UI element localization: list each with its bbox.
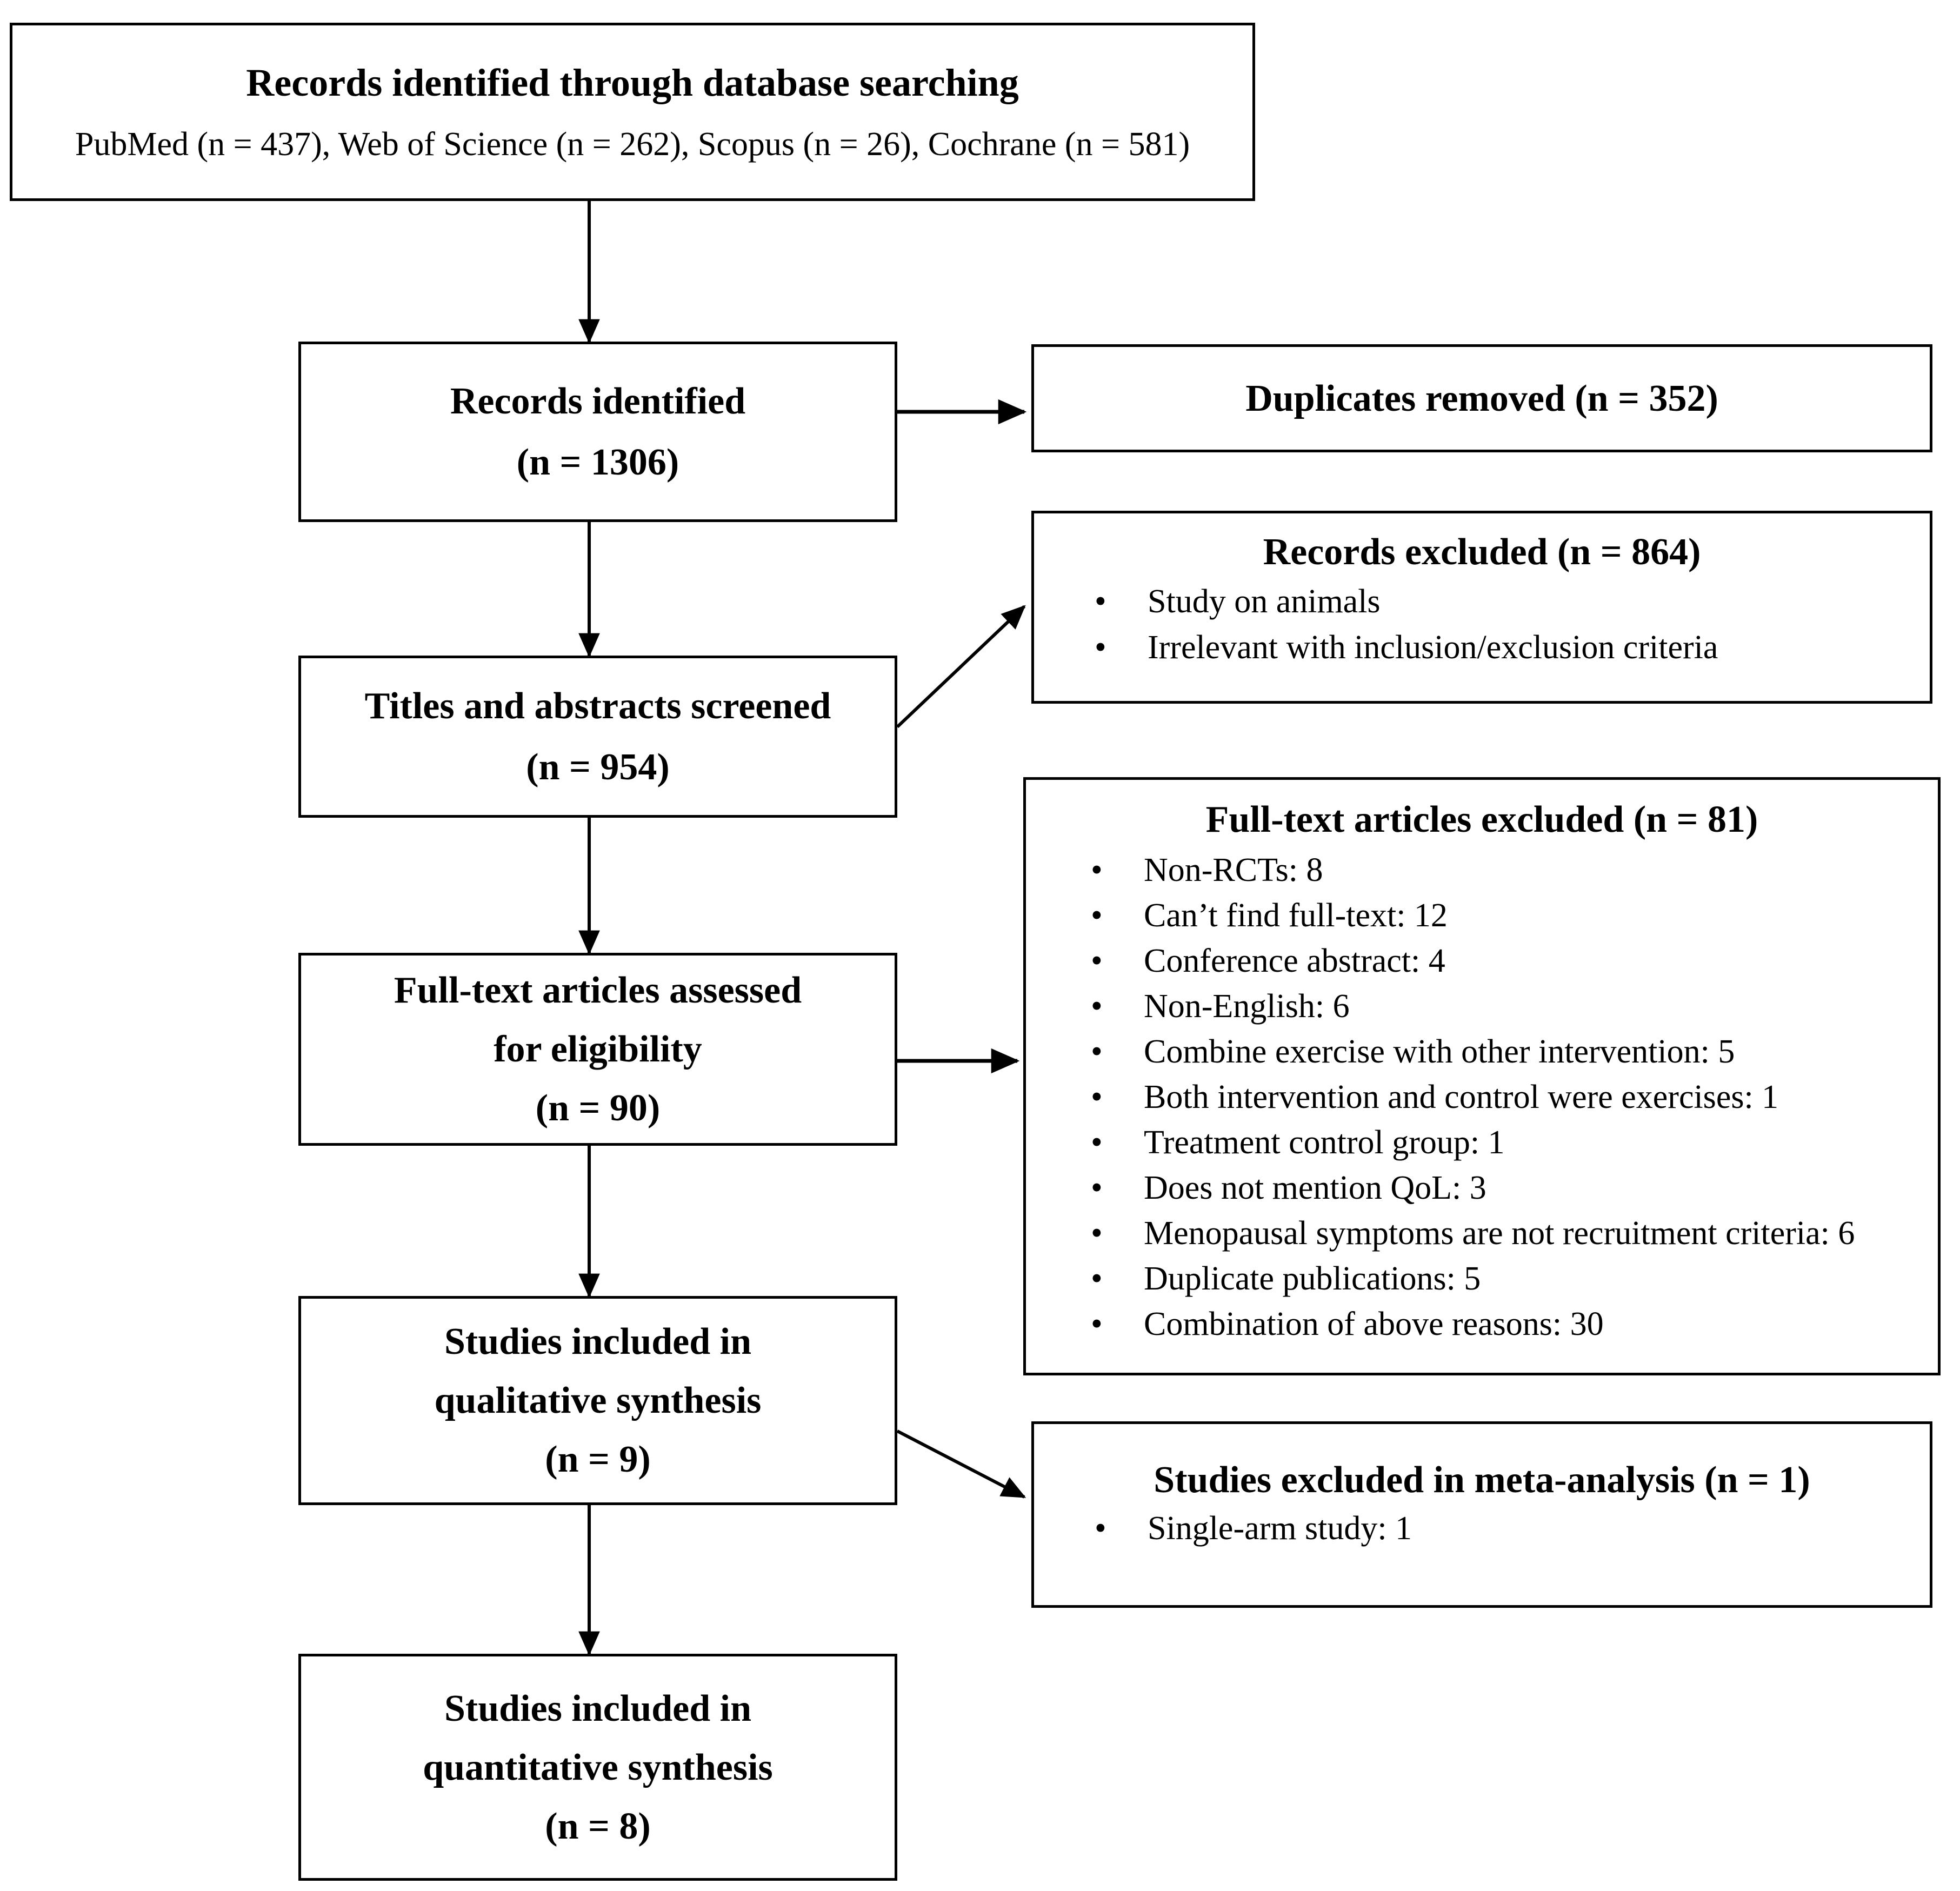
- bullet-icon: •: [1091, 1169, 1103, 1206]
- list-item: • Menopausal symptoms are not recruitmen…: [1026, 1217, 1938, 1262]
- list-item: • Irrelevant with inclusion/exclusion cr…: [1034, 631, 1930, 677]
- fulltext-excluded-heading: Full-text articles excluded (n = 81): [1205, 799, 1758, 840]
- list-item: • Non-English: 6: [1026, 990, 1938, 1035]
- identification-sources: PubMed (n = 437), Web of Science (n = 26…: [75, 125, 1190, 163]
- duplicates-removed-title: Duplicates removed (n = 352): [1245, 377, 1718, 419]
- records-excluded-heading: Records excluded (n = 864): [1263, 531, 1701, 573]
- list-item: • Can’t find full-text: 12: [1026, 899, 1938, 944]
- bullet-icon: •: [1095, 1509, 1106, 1547]
- list-item: • Study on animals: [1034, 585, 1930, 631]
- quantitative-count: (n = 8): [545, 1805, 651, 1847]
- quantitative-title-line2: quantitative synthesis: [423, 1746, 773, 1788]
- titles-screened-count: (n = 954): [526, 746, 670, 788]
- meta-excluded-heading: Studies excluded in meta-analysis (n = 1…: [1154, 1459, 1810, 1501]
- fulltext-excluded-reason-7: Does not mention QoL: 3: [1144, 1169, 1486, 1206]
- bullet-icon: •: [1091, 1033, 1103, 1070]
- bullet-icon: •: [1091, 942, 1103, 979]
- records-identified-title: Records identified: [450, 380, 746, 422]
- records-identified-count: (n = 1306): [516, 442, 679, 483]
- list-item: • Single-arm study: 1: [1034, 1512, 1930, 1557]
- list-item: • Duplicate publications: 5: [1026, 1262, 1938, 1307]
- fulltext-assessed-count: (n = 90): [535, 1087, 661, 1129]
- box-studies-included-quantitative-synthesis: Studies included in quantitative synthes…: [298, 1654, 897, 1881]
- box-fulltext-articles-assessed: Full-text articles assessed for eligibil…: [298, 953, 897, 1146]
- box-records-identified-through-database-searching: Records identified through database sear…: [10, 23, 1255, 201]
- box-records-identified: Records identified (n = 1306): [298, 342, 897, 522]
- fulltext-excluded-reason-2: Conference abstract: 4: [1144, 942, 1445, 979]
- box-fulltext-articles-excluded: Full-text articles excluded (n = 81) • N…: [1023, 777, 1941, 1375]
- bullet-icon: •: [1091, 851, 1103, 888]
- records-excluded-reason-0: Study on animals: [1148, 583, 1381, 620]
- list-item: • Does not mention QoL: 3: [1026, 1171, 1938, 1217]
- fulltext-excluded-reason-3: Non-English: 6: [1144, 987, 1350, 1025]
- qualitative-count: (n = 9): [545, 1439, 651, 1480]
- records-excluded-reason-1: Irrelevant with inclusion/exclusion crit…: [1148, 629, 1718, 666]
- identification-title: Records identified through database sear…: [246, 61, 1019, 104]
- records-excluded-reason-list: • Study on animals • Irrelevant with inc…: [1034, 585, 1930, 677]
- bullet-icon: •: [1095, 629, 1106, 666]
- connector-qualitative-to-meta-excluded: [896, 1429, 1026, 1499]
- fulltext-assessed-title-line1: Full-text articles assessed: [394, 970, 802, 1011]
- fulltext-excluded-reason-4: Combine exercise with other intervention…: [1144, 1033, 1735, 1070]
- fulltext-assessed-title-line2: for eligibility: [494, 1028, 702, 1070]
- fulltext-excluded-reason-8: Menopausal symptoms are not recruitment …: [1144, 1214, 1855, 1252]
- bullet-icon: •: [1091, 1260, 1103, 1297]
- list-item: • Combination of above reasons: 30: [1026, 1307, 1938, 1353]
- bullet-icon: •: [1095, 583, 1106, 620]
- box-duplicates-removed: Duplicates removed (n = 352): [1031, 344, 1932, 452]
- fulltext-excluded-reason-10: Combination of above reasons: 30: [1144, 1305, 1604, 1342]
- box-titles-and-abstracts-screened: Titles and abstracts screened (n = 954): [298, 656, 897, 818]
- connector-titles-to-records-excluded: [896, 605, 1026, 729]
- bullet-icon: •: [1091, 1078, 1103, 1115]
- bullet-icon: •: [1091, 1124, 1103, 1161]
- titles-screened-title: Titles and abstracts screened: [364, 685, 831, 727]
- list-item: • Treatment control group: 1: [1026, 1126, 1938, 1171]
- list-item: • Combine exercise with other interventi…: [1026, 1035, 1938, 1080]
- bullet-icon: •: [1091, 1305, 1103, 1342]
- qualitative-title-line1: Studies included in: [444, 1321, 751, 1362]
- list-item: • Both intervention and control were exe…: [1026, 1080, 1938, 1126]
- fulltext-excluded-reason-9: Duplicate publications: 5: [1144, 1260, 1481, 1297]
- bullet-icon: •: [1091, 987, 1103, 1025]
- qualitative-title-line2: qualitative synthesis: [434, 1380, 762, 1421]
- fulltext-excluded-reason-6: Treatment control group: 1: [1144, 1124, 1505, 1161]
- box-records-excluded: Records excluded (n = 864) • Study on an…: [1031, 511, 1932, 704]
- meta-excluded-reason-0: Single-arm study: 1: [1148, 1509, 1412, 1547]
- meta-excluded-reason-list: • Single-arm study: 1: [1034, 1512, 1930, 1557]
- fulltext-excluded-reason-1: Can’t find full-text: 12: [1144, 897, 1448, 934]
- box-studies-excluded-meta-analysis: Studies excluded in meta-analysis (n = 1…: [1031, 1421, 1932, 1608]
- list-item: • Conference abstract: 4: [1026, 944, 1938, 990]
- bullet-icon: •: [1091, 897, 1103, 934]
- bullet-icon: •: [1091, 1214, 1103, 1252]
- box-studies-included-qualitative-synthesis: Studies included in qualitative synthesi…: [298, 1296, 897, 1505]
- fulltext-excluded-reason-5: Both intervention and control were exerc…: [1144, 1078, 1779, 1115]
- list-item: • Non-RCTs: 8: [1026, 853, 1938, 899]
- quantitative-title-line1: Studies included in: [444, 1687, 751, 1729]
- fulltext-excluded-reason-0: Non-RCTs: 8: [1144, 851, 1323, 888]
- fulltext-excluded-reason-list: • Non-RCTs: 8 • Can’t find full-text: 12…: [1026, 853, 1938, 1353]
